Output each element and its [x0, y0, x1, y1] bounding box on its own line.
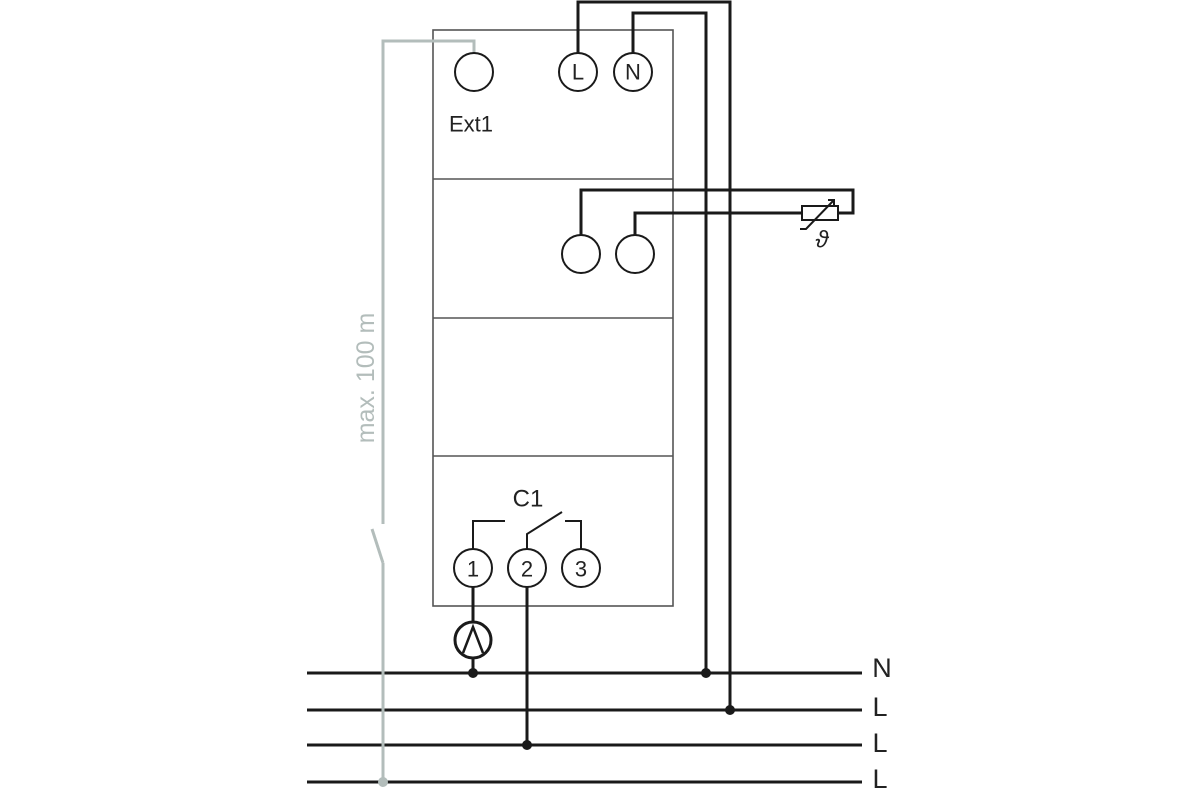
wire-sensor-b [633, 211, 802, 235]
wire-n-supply [631, 11, 708, 673]
terminal-circle [613, 52, 653, 92]
bus-label-l2: L [872, 728, 887, 758]
sensor-symbol-label: ϑ [815, 227, 829, 254]
terminal-label-n: N [625, 60, 641, 85]
remote-switch-blade [370, 528, 385, 564]
bus-label-l3: L [872, 764, 887, 794]
terminal-n: N [613, 52, 653, 92]
remote-extension: max. 100 m [352, 39, 476, 787]
wire-l-supply [576, 0, 732, 710]
device-body [432, 29, 674, 607]
contact-no-lead [565, 520, 582, 549]
junction-dot-l [725, 705, 735, 715]
remote-distance-label: max. 100 m [352, 313, 380, 444]
terminal-l: L [558, 52, 598, 92]
terminal-circle [558, 52, 598, 92]
contact-nc-lead [472, 520, 505, 549]
lamp-symbol [461, 623, 485, 654]
contact-terminal-label-1: 1 [467, 557, 479, 582]
sensor-terminal-b [615, 234, 655, 274]
ext1-label: Ext1 [449, 112, 493, 137]
terminal-circle [454, 52, 494, 92]
contact-terminal-label-2: 2 [521, 557, 533, 582]
sensor-terminal-a [561, 234, 601, 274]
junction-dot-terminal2 [522, 740, 532, 750]
bus-label-n: N [872, 653, 892, 683]
thermistor-arrow [800, 199, 835, 230]
load-lamp [453, 620, 493, 660]
thermistor-arrowhead [828, 199, 835, 206]
contact-terminal-3 [561, 548, 601, 588]
remote-wire-upper [381, 39, 476, 524]
wire-sensor-a [579, 188, 855, 235]
junction-dot-n [701, 668, 711, 678]
bus-lines: N L L L [307, 653, 892, 794]
junction-dot-load [468, 668, 478, 678]
terminal-ext1: Ext1 [449, 52, 494, 137]
contact-blade [526, 511, 563, 549]
contact-label: C1 [513, 486, 544, 513]
temperature-sensor: ϑ [800, 199, 839, 254]
thermistor-symbol [801, 205, 839, 221]
bus-label-l1: L [872, 692, 887, 722]
contact-terminal-label-3: 3 [575, 557, 587, 582]
terminal-label-l: L [572, 60, 584, 85]
remote-junction-dot [378, 777, 388, 787]
